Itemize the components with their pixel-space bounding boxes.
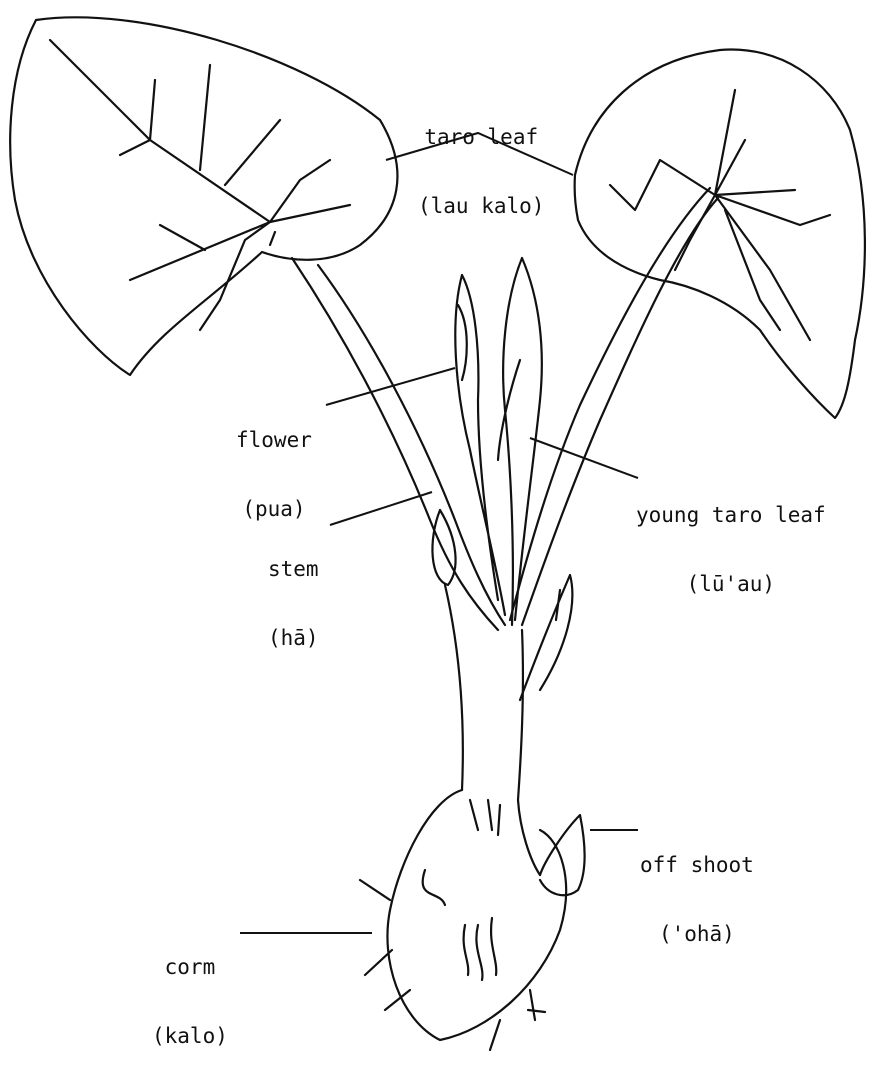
- young-taro-leaf-name: young taro leaf: [636, 504, 826, 527]
- stem-leader: [330, 492, 432, 525]
- right-leaf-blade: [575, 50, 865, 418]
- flower-leader: [326, 368, 455, 405]
- right-leaf-veins: [610, 90, 830, 340]
- stem-label: stem (hā): [268, 512, 319, 673]
- stem-name: stem: [268, 558, 319, 581]
- flower-name: flower: [236, 429, 312, 452]
- flower-spathe: [455, 275, 505, 615]
- young-taro-leaf-hawaiian: (lū'au): [636, 573, 826, 596]
- off-shoot-bud: [540, 815, 585, 895]
- off-shoot-label: off shoot ('ohā): [640, 808, 754, 969]
- taro-leaf-hawaiian: (lau kalo): [418, 195, 544, 218]
- off-shoot-hawaiian: ('ohā): [640, 923, 754, 946]
- corm-texture: [423, 800, 500, 980]
- left-leaf-blade: [10, 17, 397, 375]
- roots: [360, 880, 545, 1050]
- young-taro-leaf-label: young taro leaf (lū'au): [636, 458, 826, 619]
- lower-bud: [432, 510, 455, 585]
- side-sprout: [520, 575, 572, 700]
- off-shoot-name: off shoot: [640, 854, 754, 877]
- young-leaf: [498, 258, 542, 625]
- corm-hawaiian: (kalo): [152, 1025, 228, 1048]
- stem-hawaiian: (hā): [268, 627, 319, 650]
- taro-leaf-label: taro leaf (lau kalo): [418, 80, 544, 241]
- corm-name: corm: [152, 956, 228, 979]
- corm-label: corm (kalo): [152, 910, 228, 1071]
- left-leaf-veins: [50, 40, 350, 330]
- taro-leaf-name: taro leaf: [418, 126, 544, 149]
- young-leaf-leader: [530, 438, 638, 478]
